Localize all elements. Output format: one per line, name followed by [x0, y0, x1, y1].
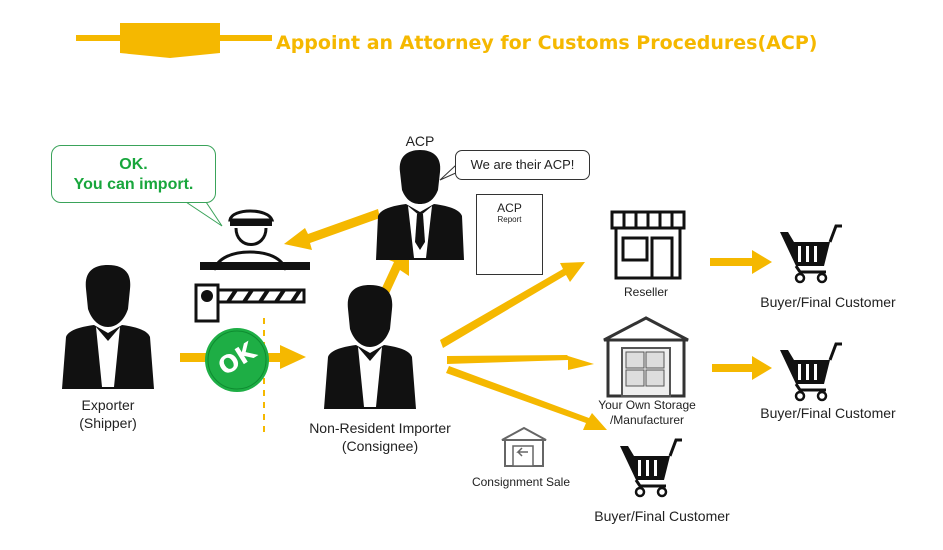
arrow-storage-to-buyer — [712, 356, 772, 380]
exporter-person-icon — [62, 265, 154, 389]
shopping-cart-icon — [778, 342, 844, 402]
arrow-importer-to-acp — [381, 250, 409, 296]
importer-person-icon — [324, 285, 416, 409]
buyer-bottom-label: Buyer/Final Customer — [594, 508, 730, 524]
importer-label: Non-Resident Importer (Consignee) — [292, 419, 468, 455]
consignment-label: Consignment Sale — [471, 475, 571, 489]
acp-report-subtitle: Report — [497, 215, 522, 224]
acp-label: ACP — [405, 133, 435, 149]
importer-line1: Non-Resident Importer — [309, 420, 451, 436]
shopping-cart-icon — [618, 438, 684, 498]
storage-line1: Your Own Storage — [598, 398, 696, 412]
shopping-cart-icon — [778, 224, 844, 284]
importer-line2: (Consignee) — [341, 438, 419, 454]
reseller-label: Reseller — [623, 285, 668, 299]
ok-stamp-icon — [205, 328, 269, 392]
exporter-label: Exporter (Shipper) — [58, 396, 158, 432]
storage-label: Your Own Storage /Manufacturer — [588, 398, 706, 428]
buyer-top-label: Buyer/Final Customer — [760, 294, 896, 310]
arrow-importer-to-storage — [447, 355, 594, 370]
acp-report-title: ACP — [497, 201, 522, 215]
customs-speech-line2: You can import. — [73, 176, 194, 193]
page-title: Appoint an Attorney for Customs Procedur… — [276, 32, 818, 54]
exporter-line1: Exporter — [81, 397, 135, 413]
store-icon — [610, 210, 686, 280]
arrow-acp-to-customs — [284, 209, 380, 250]
warehouse-icon — [603, 316, 689, 398]
customs-speech-line1: OK. — [119, 156, 148, 173]
ok-bubble-tail — [184, 201, 223, 227]
acp-report-document: ACP Report — [476, 194, 543, 275]
title-arrow-icon — [76, 23, 272, 58]
customs-officer-icon — [194, 209, 310, 323]
storage-line2: /Manufacturer — [609, 413, 685, 427]
consignment-warehouse-icon — [501, 426, 547, 467]
acp-speech-bubble: We are their ACP! — [455, 150, 590, 180]
acp-person-icon — [376, 150, 464, 260]
arrow-reseller-to-buyer — [710, 250, 772, 274]
buyer-middle-label: Buyer/Final Customer — [760, 405, 896, 421]
arrow-importer-to-buyer-bottom — [446, 366, 607, 430]
exporter-line2: (Shipper) — [79, 415, 137, 431]
arrow-importer-to-reseller — [440, 262, 585, 348]
customs-speech-bubble: OK. You can import. — [51, 145, 216, 203]
